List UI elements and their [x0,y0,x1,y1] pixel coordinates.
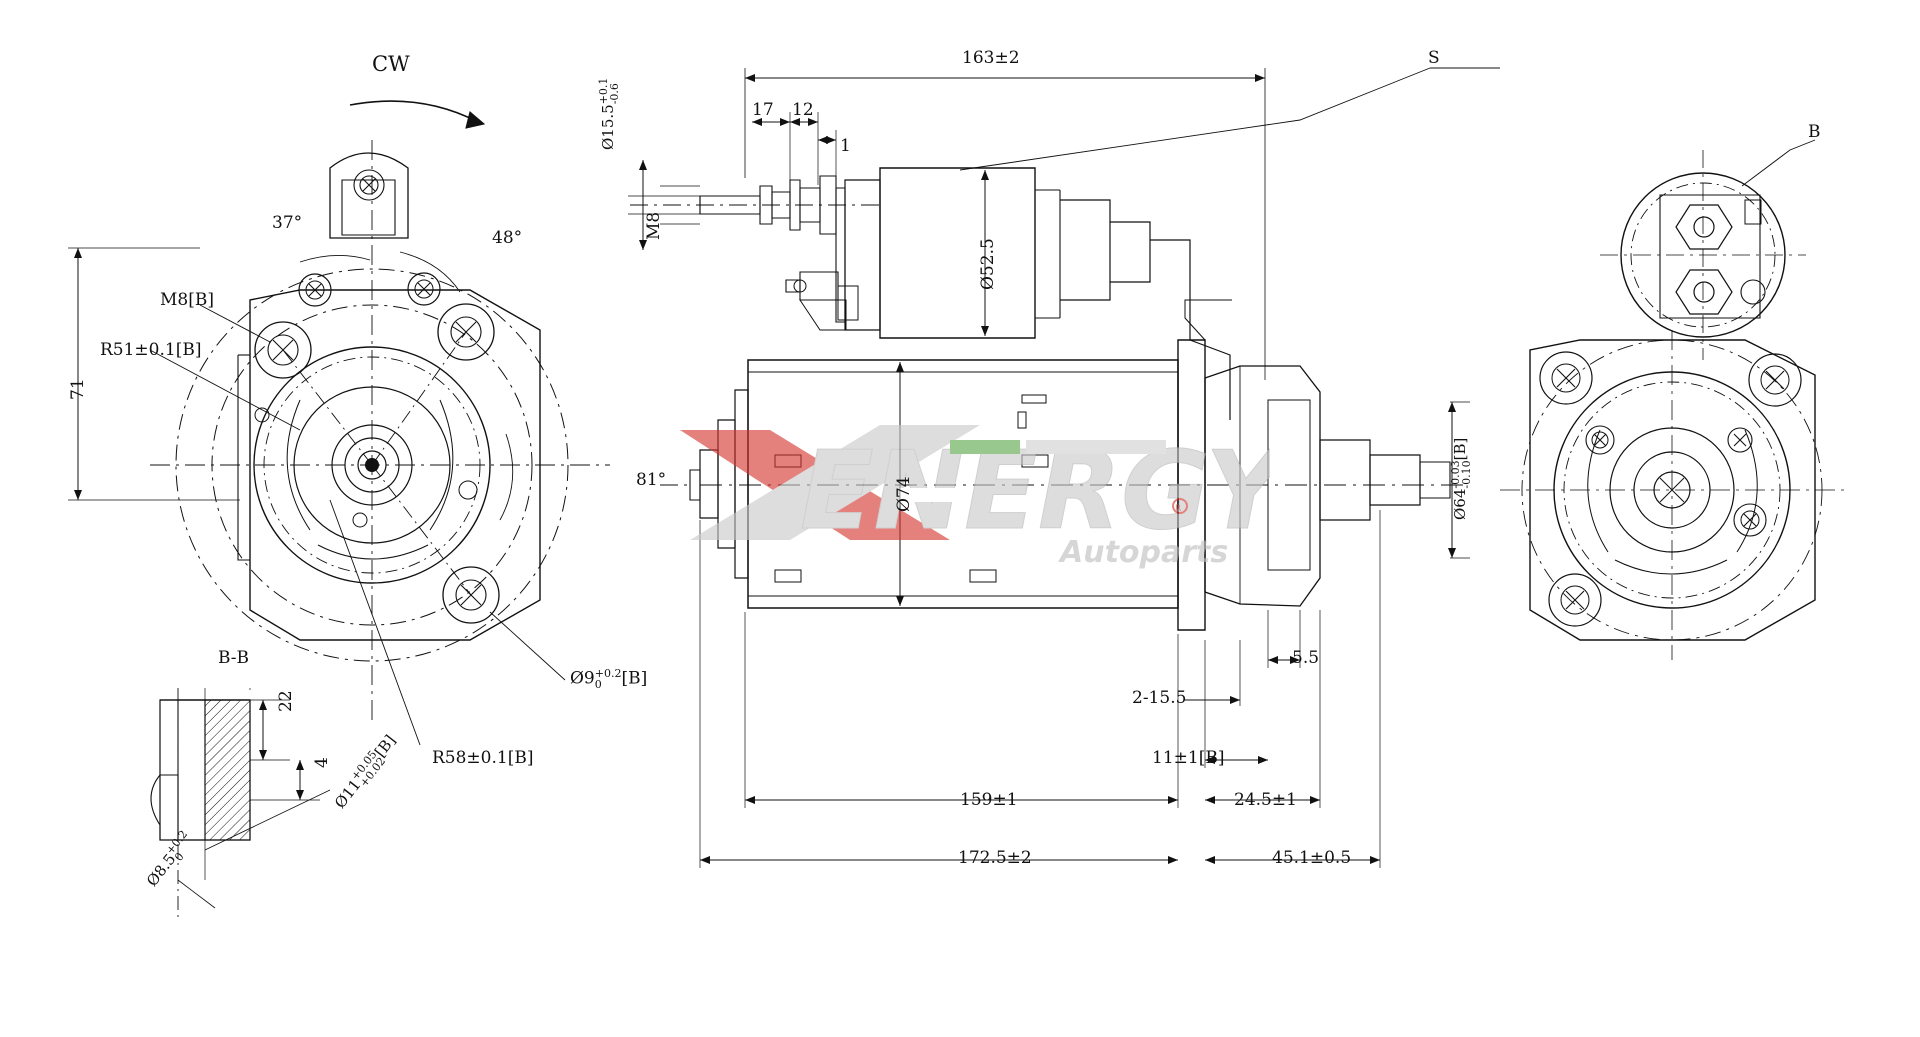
rotation-label-cw: CW [372,52,410,76]
dia-15-5: Ø15.5+0.1-0.6 [597,77,622,150]
dim-11: 11±1[B] [1152,748,1225,768]
dim-159: 159±1 [960,790,1018,810]
leader-label-b: B [1808,122,1821,142]
dia-64: Ø64-0.03-0.10[B] [1449,437,1474,520]
dim-172-5: 172.5±2 [958,848,1032,868]
angle-81: 81° [636,470,667,490]
angle-48: 48° [492,228,523,248]
right-view-group [1500,139,1850,660]
section-bb-group [150,688,331,920]
dia-52-5: Ø52.5 [978,238,998,290]
dim-17: 17 [752,100,774,120]
radius-r51: R51±0.1[B] [100,340,202,360]
dim-2-15-5: 2-15.5 [1132,688,1187,708]
dim-71: 71 [68,378,88,400]
section-dim-22: 22 [276,690,296,712]
angle-37: 37° [272,213,303,233]
dim-1: 1 [840,136,851,156]
dim-12: 12 [792,100,814,120]
leader-label-s: S [1428,48,1440,68]
dim-45-1: 45.1±0.5 [1272,848,1352,868]
thread-m8: M8 [644,211,664,240]
main-view-group [628,67,1500,868]
thread-m8-b: M8[B] [160,290,214,310]
section-dim-4: 4 [312,757,332,768]
dim-163: 163±2 [962,48,1020,68]
section-title-bb: B-B [218,648,250,668]
dim-24-5: 24.5±1 [1234,790,1297,810]
dia-74: Ø74 [894,476,914,512]
left-view-group [68,100,610,746]
dim-5-5: 5.5 [1292,648,1320,668]
radius-r58: R58±0.1[B] [432,748,534,768]
